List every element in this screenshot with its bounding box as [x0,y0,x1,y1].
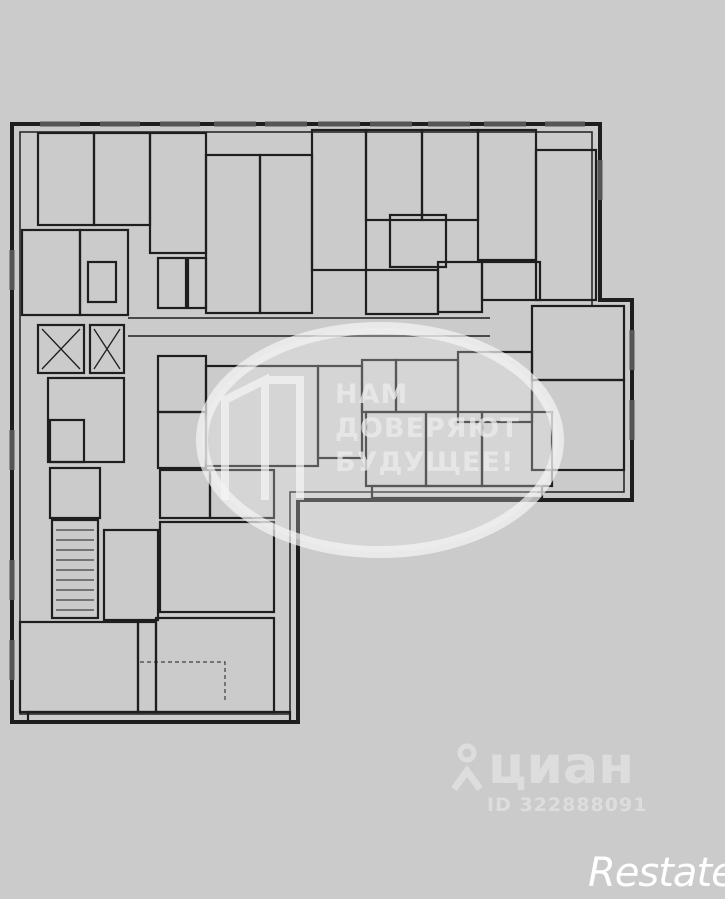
room [18,620,140,714]
windows [9,121,635,680]
cian-watermark: циан ID 322888091 [452,740,647,816]
bathroom [388,213,448,269]
bathroom [156,256,188,310]
room [420,128,480,222]
watermark-building-icon [221,373,304,500]
room [534,148,598,302]
room [46,376,126,464]
room [154,616,276,714]
listing-id: ID 322888091 [487,794,648,816]
room [48,466,102,520]
room [476,128,538,262]
watermark-slogan: НАМ ДОВЕРЯЮТ БУДУЩЕЕ! [335,378,545,480]
room [530,304,626,382]
elevator-cross [93,328,121,370]
room [102,528,160,622]
room [258,153,314,315]
location-pin-icon [452,743,482,791]
bathroom [186,256,208,310]
stairwell [50,518,100,620]
room [530,378,626,472]
balcony [26,710,292,724]
room [20,228,82,317]
room [436,260,484,314]
room [48,418,86,464]
dashed-line [140,661,226,700]
room [158,520,276,614]
room [480,260,542,302]
room [204,153,262,315]
bathroom [86,260,118,304]
room [156,354,208,414]
room [364,128,424,222]
watermark-slogan-line: БУДУЩЕЕ! [335,447,515,478]
stair-steps [56,529,94,611]
room [364,268,440,316]
elevator-shaft [88,323,126,375]
room [136,620,158,714]
room [36,131,96,227]
restate-logo: Restate [588,850,725,896]
cian-brand: циан [488,736,634,796]
watermark-slogan-line: ДОВЕРЯЮТ [335,413,520,444]
room [310,128,368,272]
room [158,468,212,520]
elevator-cross [41,328,81,370]
room [92,131,152,227]
elevator-shaft [36,323,86,375]
room [148,131,208,255]
room [78,228,130,317]
watermark-slogan-line: НАМ [335,379,409,410]
outer-wall-inner [19,131,625,715]
